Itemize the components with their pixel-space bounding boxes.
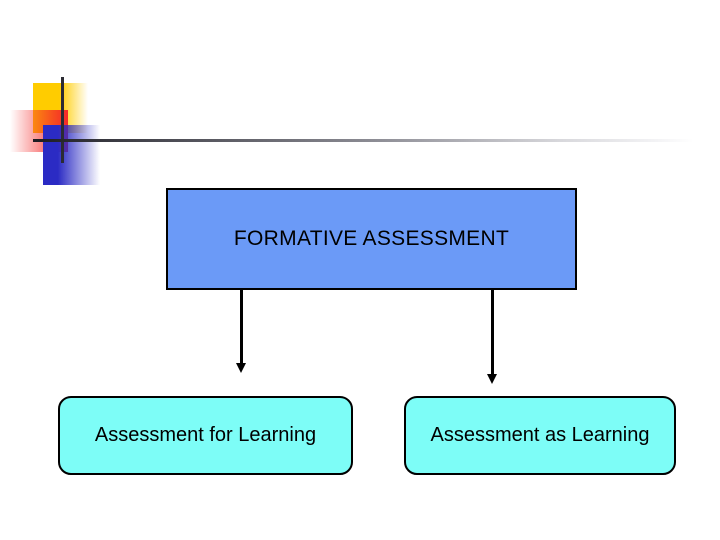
node-assessment-for-learning-label: Assessment for Learning xyxy=(94,424,317,446)
arrow-shaft xyxy=(491,290,494,376)
node-formative-assessment-label: FORMATIVE ASSESSMENT xyxy=(233,227,510,250)
vertical-rule-icon xyxy=(61,77,64,163)
arrow-head-icon xyxy=(487,374,497,384)
blue-square-icon xyxy=(43,125,100,185)
node-assessment-as-learning-label: Assessment as Learning xyxy=(430,424,650,446)
horizontal-rule-divider xyxy=(33,139,693,142)
arrow-head-icon xyxy=(236,363,246,373)
arrow-shaft xyxy=(240,290,243,365)
node-formative-assessment: FORMATIVE ASSESSMENT xyxy=(166,188,577,290)
design-accent-graphic xyxy=(0,60,693,185)
node-assessment-for-learning: Assessment for Learning xyxy=(58,396,353,475)
node-assessment-as-learning: Assessment as Learning xyxy=(404,396,676,475)
